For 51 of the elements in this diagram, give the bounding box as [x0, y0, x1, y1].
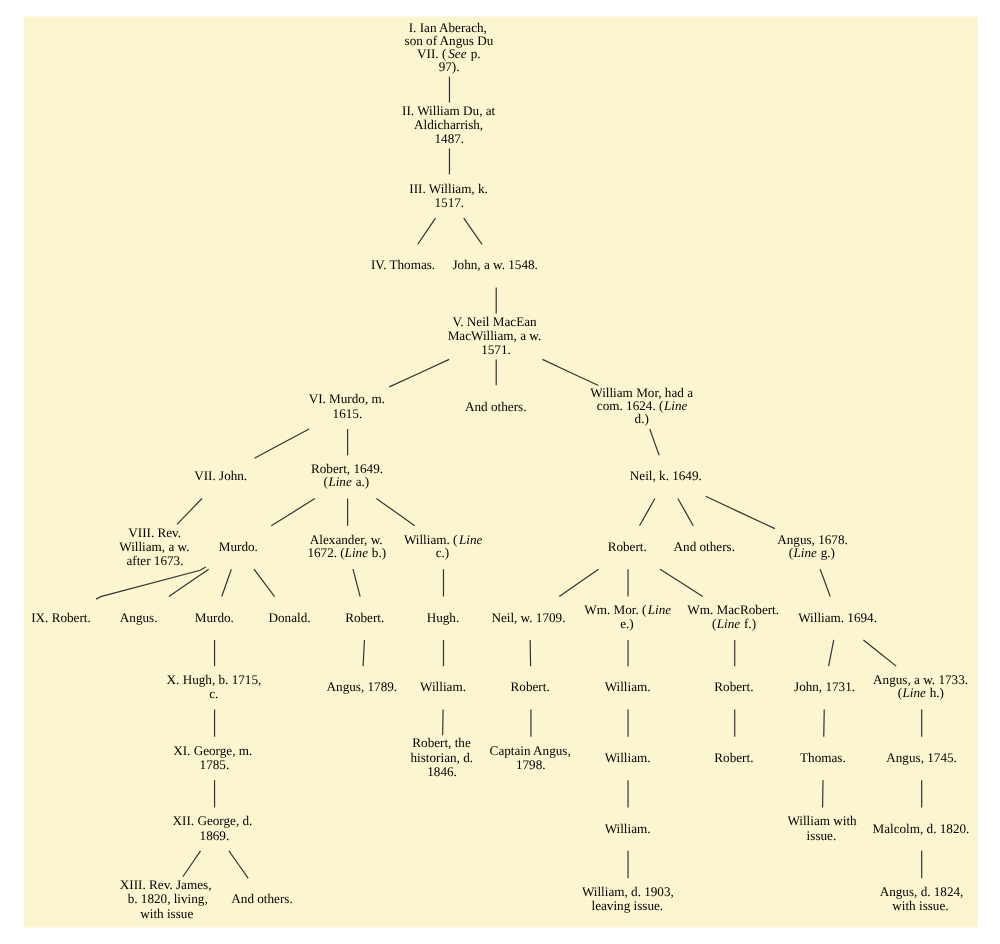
connector [175, 497, 202, 525]
connector [648, 428, 659, 456]
connector [703, 495, 775, 530]
connector [441, 568, 444, 598]
connector [494, 358, 496, 386]
connector [252, 568, 275, 598]
connector [920, 850, 922, 879]
connector [676, 497, 693, 527]
connector [351, 568, 360, 598]
connector [361, 639, 365, 667]
connector [212, 779, 215, 809]
connector [167, 568, 209, 598]
connector [447, 147, 450, 175]
connector [529, 708, 531, 738]
connector [212, 639, 215, 667]
connector [227, 850, 248, 879]
connector [827, 639, 834, 667]
connector [637, 497, 655, 527]
connector [441, 708, 443, 736]
connector [387, 358, 449, 388]
connector [441, 639, 444, 667]
connector [818, 568, 830, 598]
connector [212, 708, 215, 738]
connector [346, 428, 348, 456]
connector [346, 497, 348, 527]
connector [557, 568, 599, 598]
connector [447, 75, 450, 104]
connector [494, 286, 496, 315]
connector [733, 708, 735, 738]
connector [220, 568, 231, 598]
connector [462, 217, 482, 245]
connector [626, 568, 628, 598]
connector [416, 217, 436, 245]
connector [733, 639, 735, 667]
connector [252, 428, 309, 459]
connector [269, 497, 315, 527]
connector [920, 779, 922, 809]
connector [861, 639, 896, 667]
connector [822, 708, 824, 738]
connector [528, 639, 531, 667]
connector [820, 779, 823, 809]
connector [94, 566, 206, 600]
connector [540, 358, 599, 387]
connector [626, 639, 628, 667]
connector [626, 708, 628, 738]
connector [626, 779, 628, 809]
connector [920, 708, 922, 738]
connector [658, 568, 703, 598]
connector [181, 850, 201, 878]
connector [626, 850, 628, 879]
connector [374, 497, 415, 527]
